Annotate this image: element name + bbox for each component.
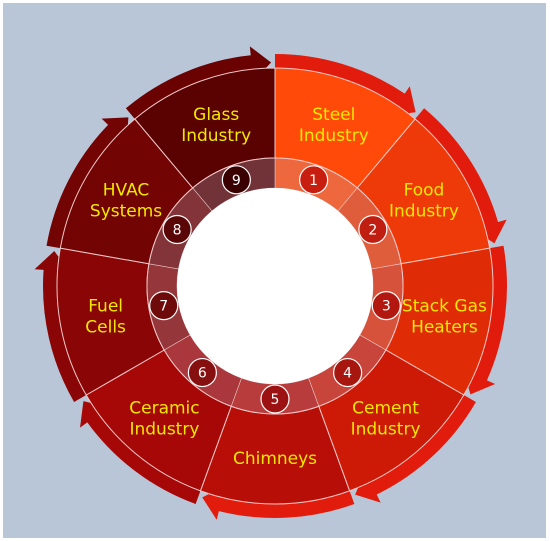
segment-label-line: Glass: [193, 105, 239, 125]
segment-label-line: Industry: [389, 202, 459, 222]
cycle-arrow: [463, 245, 507, 395]
number-badge-2: [358, 214, 388, 245]
center-circle: [177, 188, 373, 384]
segment-label-5: Chimneys: [233, 449, 317, 469]
segment-label-line: Cement: [352, 398, 419, 418]
number-badge-label: 7: [159, 299, 168, 315]
number-badge-8: [162, 214, 192, 245]
segment-label-line: Fuel: [88, 296, 123, 316]
segment-label-line: Ceramic: [129, 398, 199, 418]
cycle-arrow: [275, 54, 416, 116]
number-badge-4: [333, 357, 363, 388]
segment-label-line: Industry: [129, 419, 199, 439]
segment-label-line: Industry: [351, 419, 421, 439]
number-badge-label: 8: [173, 223, 182, 239]
number-badge-label: 1: [309, 173, 318, 189]
segment-label-line: Industry: [299, 126, 369, 146]
number-badge-label: 3: [382, 299, 391, 315]
number-badge-label: 2: [368, 223, 377, 239]
segment-label-line: Food: [404, 181, 445, 201]
number-badge-1: [299, 165, 329, 195]
inner-number-ring: 1 2 3 4 5 6 7 8 9: [146, 157, 404, 415]
number-badge-label: 5: [271, 392, 280, 408]
segment-label-line: Industry: [181, 126, 251, 146]
segment-label-line: Heaters: [411, 317, 478, 337]
number-badge-3: [371, 291, 401, 321]
number-badge-6: [187, 357, 217, 388]
segment-label-line: Systems: [90, 202, 162, 222]
segment-ring: [56, 67, 494, 505]
segment-label-line: Steel: [312, 105, 355, 125]
segment-label-line: HVAC: [103, 181, 150, 201]
number-badge-label: 6: [198, 366, 207, 382]
number-badge-label: 9: [232, 173, 241, 189]
number-badge-label: 4: [343, 366, 352, 382]
number-badge-7: [149, 291, 179, 321]
number-badge-9: [221, 165, 251, 195]
segment-label-line: Cells: [85, 317, 126, 337]
segment-label-line: Stack Gas: [402, 296, 487, 316]
inner-ring-border: [146, 157, 404, 415]
segment-label-line: Chimneys: [233, 449, 317, 469]
number-badge-5: [260, 384, 290, 414]
